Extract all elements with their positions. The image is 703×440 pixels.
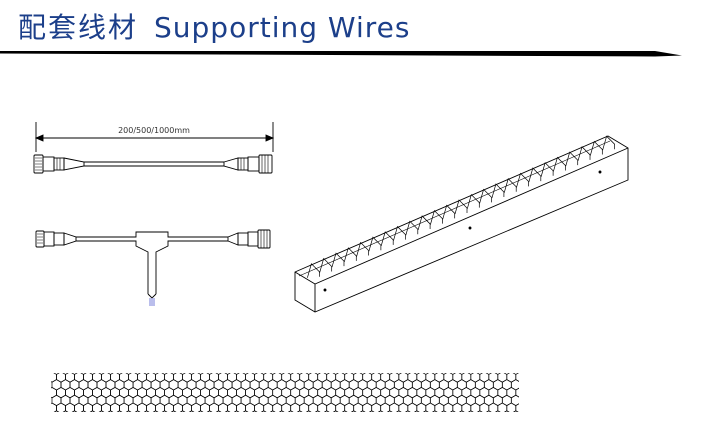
channel-clip (368, 236, 382, 252)
t-splitter-cable-drawing (35, 229, 271, 306)
title-chinese: 配套线材 (18, 11, 139, 44)
extension-cable-drawing: 200/500/1000mm (33, 122, 275, 174)
channel-clip (540, 162, 554, 177)
mounting-channel-drawing (294, 135, 629, 313)
channel-clip (491, 183, 505, 199)
channel-clip (331, 252, 345, 268)
channel-outline (294, 135, 629, 313)
channel-clip (565, 151, 579, 167)
channel-clip (380, 231, 394, 247)
channel-clip (516, 172, 529, 188)
channel-clip (553, 156, 566, 172)
channel-clip (319, 257, 333, 273)
channel-clip (307, 263, 320, 278)
honeycomb-louver-drawing (0, 360, 703, 440)
channel-clip (405, 220, 419, 236)
channel-clip (417, 215, 431, 231)
dimension-line: 200/500/1000mm (34, 122, 275, 152)
channel-clip (356, 241, 369, 257)
channel-clip (528, 167, 542, 183)
channel-clip (454, 199, 468, 215)
channel-clip (602, 135, 615, 151)
channel-clip (466, 194, 480, 209)
screw-hole (468, 226, 472, 230)
channel-front-top-edge (294, 147, 629, 285)
left-connector (33, 154, 85, 174)
channel-inner-edge (298, 140, 611, 277)
screw-hole (323, 288, 327, 292)
channel-clip (589, 140, 603, 156)
channel-clip (343, 247, 357, 262)
t-junction (76, 231, 228, 306)
cable-length-label: 200/500/1000mm (118, 126, 190, 135)
title-underline (0, 51, 682, 57)
channel-clip (503, 178, 517, 193)
mesh-mask (0, 360, 703, 373)
screw-hole (598, 170, 602, 174)
page-title: 配套线材 Supporting Wires (18, 6, 410, 46)
channel-clip (393, 225, 406, 241)
channel-clip (442, 204, 456, 220)
title-english: Supporting Wires (154, 11, 411, 44)
right-connector (223, 154, 273, 174)
channel-clip (430, 209, 443, 225)
channel-clip (479, 188, 492, 204)
t-right-connector (227, 229, 271, 249)
channel-clip (577, 146, 591, 161)
mesh-mask (0, 412, 703, 440)
t-left-connector (35, 230, 77, 248)
